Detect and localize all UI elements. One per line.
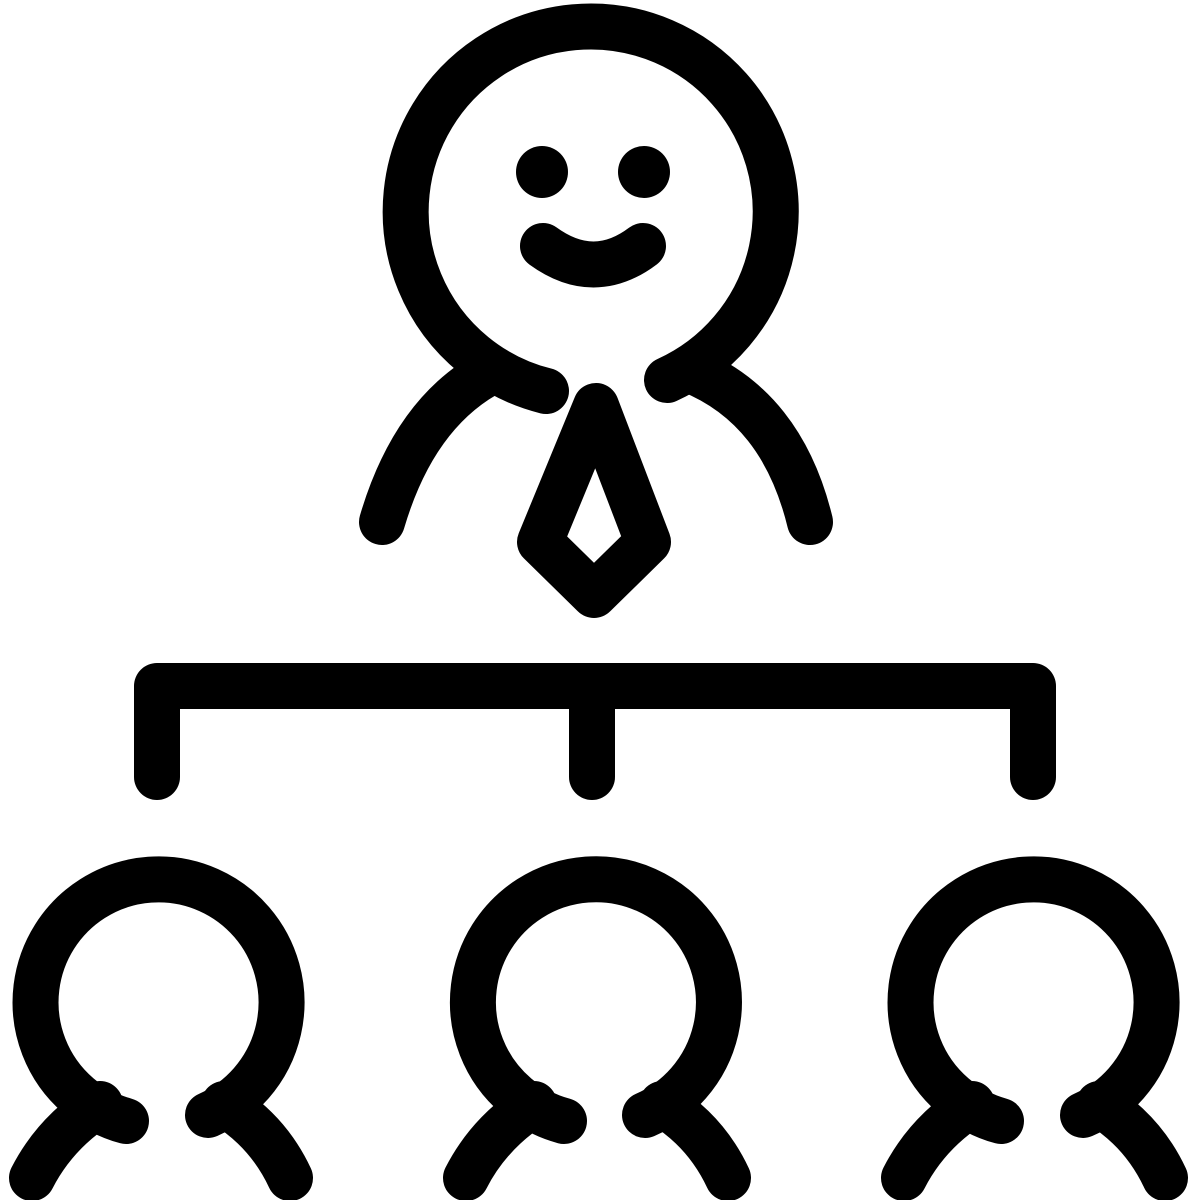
subordinate-figure-center [443,856,751,1200]
subordinate-right-shoulder [1076,1081,1188,1200]
manager-figure [359,3,833,618]
tie-icon [517,383,671,618]
subordinate-head [887,856,1180,1144]
subordinate-left-shoulder [9,1081,123,1200]
manager-left-shoulder [359,347,517,545]
subordinate-figure-right [881,856,1188,1200]
manager-right-shoulder [667,347,833,545]
manager-right-eye [618,146,670,198]
subordinate-right-shoulder [201,1081,313,1200]
subordinate-left-shoulder [443,1081,557,1200]
subordinate-right-shoulder [639,1081,751,1200]
subordinate-head [12,856,305,1144]
hierarchy-connector [134,663,1056,800]
subordinate-figure-left [9,856,313,1200]
manager-left-eye [516,146,568,198]
manager-smile [520,223,666,288]
manager-head [382,3,799,414]
subordinate-left-shoulder [881,1081,995,1200]
subordinate-head [450,856,742,1144]
